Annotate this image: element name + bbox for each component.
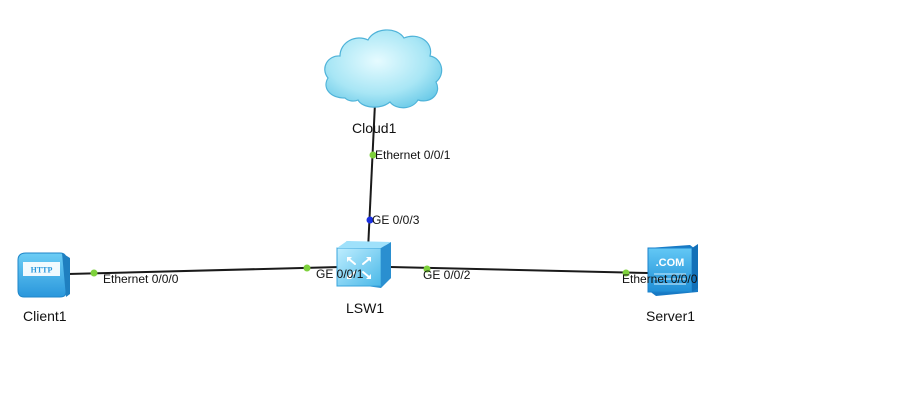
- switch-icon[interactable]: [336, 241, 391, 288]
- port-label-switch-ge1: GE 0/0/1: [316, 267, 364, 281]
- port-dot-switch-ge2[interactable]: [423, 265, 431, 273]
- device-label-server: Server1: [646, 308, 696, 324]
- port-dot-server-eth[interactable]: [622, 269, 630, 277]
- port-label-switch-ge3: GE 0/0/3: [372, 213, 420, 227]
- port-label-switch-ge2: GE 0/0/2: [423, 268, 471, 282]
- server-badge-text: .COM: [656, 257, 685, 269]
- port-label-server-eth: Ethernet 0/0/0: [622, 272, 698, 286]
- link-client-switch[interactable]: [67, 266, 341, 275]
- link-cloud-switch[interactable]: [367, 102, 376, 251]
- port-dot-cloud-eth[interactable]: [369, 151, 377, 159]
- device-label-cloud: Cloud1: [352, 120, 397, 136]
- port-dot-client-eth[interactable]: [90, 269, 98, 277]
- link-switch-server[interactable]: [389, 266, 649, 274]
- client-badge-text: HTTP: [31, 266, 53, 275]
- dns-server-icon[interactable]: .COM: [647, 244, 698, 296]
- device-label-client: Client1: [23, 308, 67, 324]
- port-label-client-eth: Ethernet 0/0/0: [103, 272, 179, 286]
- port-dot-switch-ge1[interactable]: [303, 264, 311, 272]
- http-client-icon[interactable]: HTTP: [17, 252, 70, 298]
- cloud-icon[interactable]: [324, 29, 443, 109]
- port-dot-switch-ge3[interactable]: [366, 216, 374, 224]
- device-label-switch: LSW1: [346, 300, 385, 316]
- port-label-cloud-eth: Ethernet 0/0/1: [375, 148, 451, 162]
